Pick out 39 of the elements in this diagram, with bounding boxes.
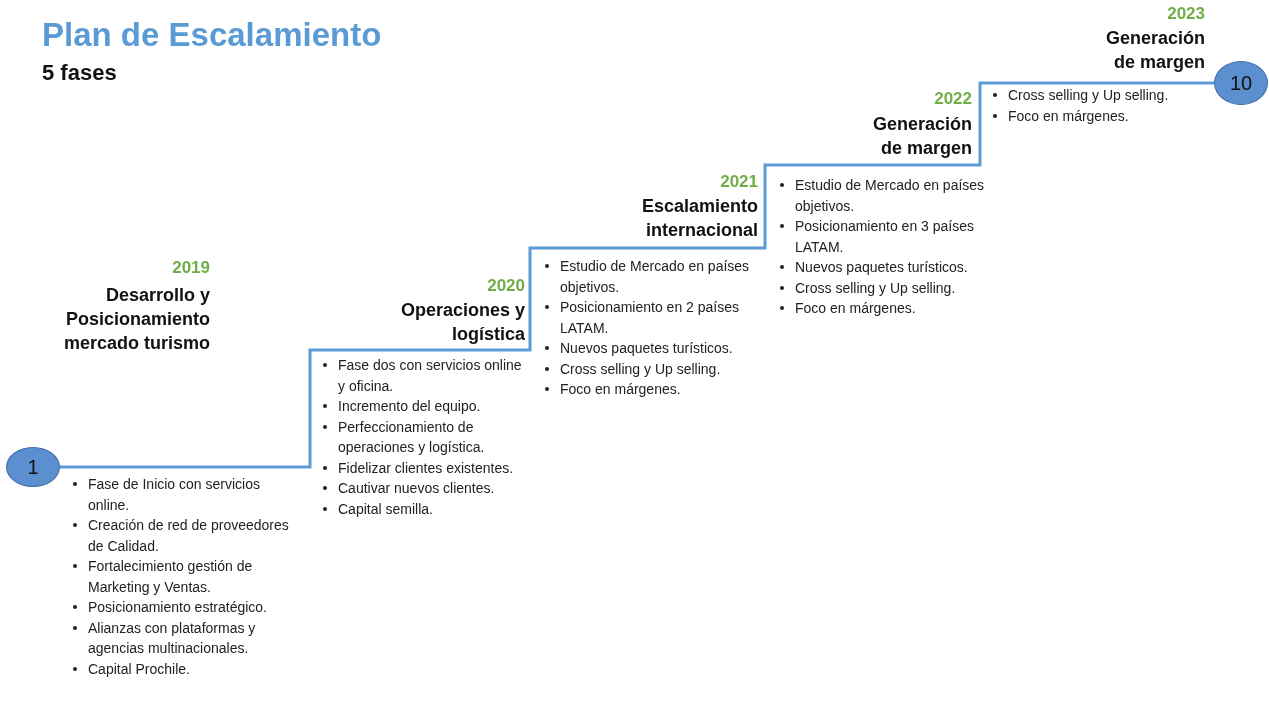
bullet-text: Alianzas con plataformas y agencias multinacionales. (88, 619, 256, 656)
subtitle: 5 fases (42, 60, 117, 86)
bullet-text: Capital Prochile. (88, 660, 190, 677)
phase-heading: Generación de margen (1104, 27, 1205, 74)
bullet-text: Estudio de Mercado en países objetivos. (795, 177, 985, 214)
number-circle: 10 (1214, 61, 1268, 105)
year-label: 2020 (486, 276, 525, 296)
bullet-text: Foco en márgenes. (795, 300, 916, 316)
bullet-text: Capital semilla. (338, 500, 433, 517)
number-circle: 1 (6, 447, 60, 487)
phase-heading: Desarrollo y Posicionamiento mercado turismo (62, 284, 210, 355)
bullet-text: Creación de red de proveedores de Calidad. (88, 517, 289, 554)
phase-heading: Escalamiento internacional (640, 195, 758, 242)
bullet-text: Nuevos paquetes turísticos. (795, 259, 968, 275)
bullet-text: Cross selling y Up selling. (1008, 87, 1169, 103)
bullet-text: Foco en márgenes. (1008, 107, 1129, 124)
year-label: 2019 (171, 258, 210, 278)
bullet-text: Foco en márgenes. (560, 381, 681, 397)
bullet-text: Fidelizar clientes existentes. (338, 459, 514, 476)
bullet-text: Nuevos paquetes turísticos. (560, 340, 733, 356)
bullet-text: Cautivar nuevos clientes. (338, 480, 495, 496)
phase-heading: Generación de margen (871, 113, 972, 160)
year-label: 2021 (719, 172, 758, 192)
bullet-text: Cross selling y Up selling. (560, 360, 721, 377)
year-label: 2023 (1166, 4, 1205, 24)
bullet-text: Posicionamiento en 2 países LATAM. (560, 299, 739, 336)
bullet-text: Incremento del equipo. (338, 398, 481, 414)
bullet-text: Fortalecimiento gestión de Marketing y Ventas. (88, 558, 253, 595)
year-label: 2022 (933, 89, 972, 109)
staircase-line (60, 81, 1216, 469)
phase-heading: Operaciones y logística (399, 299, 525, 346)
bullet-text: Estudio de Mercado en países objetivos. (560, 258, 750, 295)
bullet-text: Posicionamiento en 3 países LATAM. (795, 218, 974, 255)
diagram-title: Plan de Escalamiento (42, 16, 382, 54)
bullet-text: Perfeccionamiento de operaciones y logística. (338, 418, 485, 455)
bullet-text: Posicionamiento estratégico. (88, 599, 267, 615)
bullet-text: Cross selling y Up selling. (795, 279, 956, 296)
bullet-text: Fase dos con servicios online y oficina. (338, 357, 522, 394)
bullet-text: Fase de Inicio con servicios online. (88, 476, 260, 513)
